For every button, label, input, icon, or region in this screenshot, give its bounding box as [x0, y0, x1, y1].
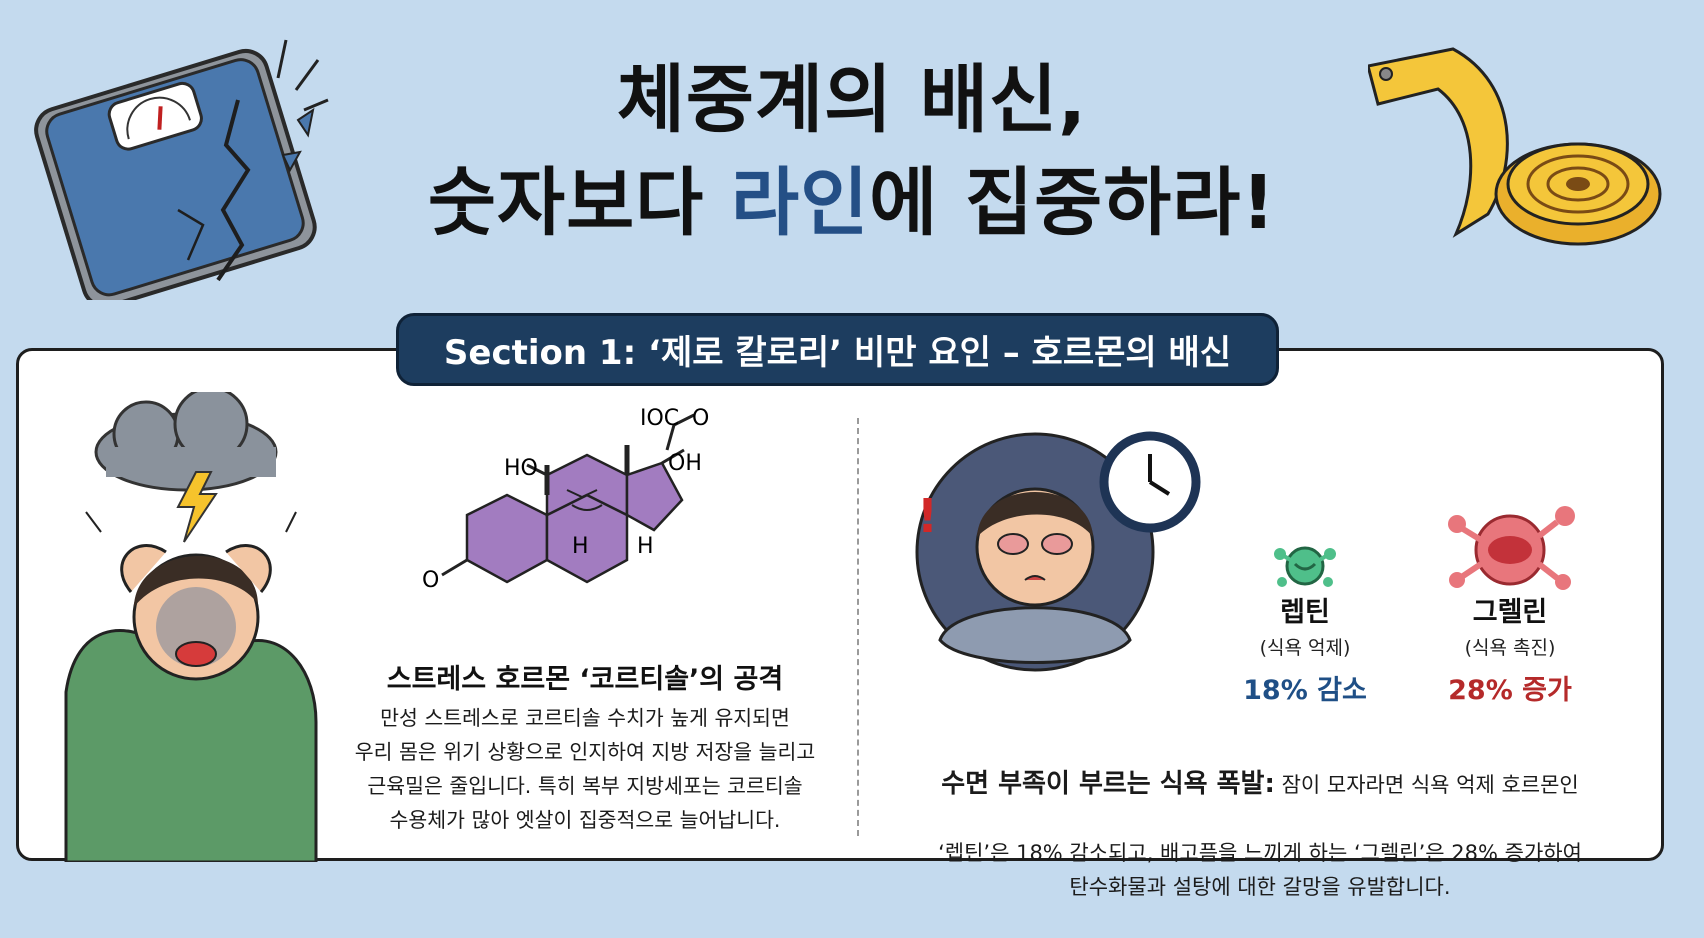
- section-banner: Section 1: ‘제로 칼로리’ 비만 요인 – 호르몬의 배신: [396, 313, 1279, 386]
- o-top-label: O: [692, 406, 709, 431]
- storm-cloud-icon: [94, 392, 278, 543]
- tape-measure-icon: [1368, 47, 1662, 246]
- sleep-body: 수면 부족이 부르는 식욕 폭발: 잠이 모자라면 식욕 억제 호르몬인 ‘렙틴…: [880, 733, 1640, 938]
- page-title-line1: 체중계의 배신,: [616, 57, 1088, 143]
- oh-label: OH: [668, 451, 702, 476]
- sleep-heading: 수면 부족이 부르는 식욕 폭발:: [941, 769, 1275, 799]
- column-divider: [857, 418, 859, 836]
- stressed-person-icon: [64, 392, 318, 862]
- sleep-line1: 수면 부족이 부르는 식욕 폭발: 잠이 모자라면 식욕 억제 호르몬인: [880, 767, 1640, 802]
- ghrelin-icon: [1448, 506, 1575, 590]
- h2-label: H: [637, 534, 654, 559]
- leptin-stat: 18% 감소: [1243, 675, 1367, 706]
- clock-icon: [1099, 431, 1201, 533]
- title-suffix: 에 집중하라!: [869, 160, 1277, 246]
- cortisol-molecule-icon: HO OH O IOC O H H: [422, 406, 709, 593]
- cortisol-heading: 스트레스 호르몬 ‘코르티솔’의 공격: [386, 664, 784, 695]
- exclamation-mark: !: [917, 489, 938, 543]
- leptin-desc: (식욕 억제): [1259, 637, 1351, 659]
- ho-label: HO: [504, 456, 538, 481]
- co-label: IOC: [640, 406, 679, 431]
- leptin-icon: [1274, 546, 1336, 587]
- h1-label: H: [572, 534, 589, 559]
- ghrelin-desc: (식욕 촉진): [1464, 637, 1556, 659]
- cortisol-body: 만성 스트레스로 코르티솔 수치가 높게 유지되면 우리 몸은 위기 상황으로 …: [354, 706, 816, 832]
- page-title-line2: 숫자보다 라인에 집중하라!: [0, 143, 1704, 250]
- ghrelin-stat: 28% 증가: [1448, 675, 1572, 706]
- ghrelin-name: 그렐린: [1472, 597, 1548, 628]
- sleep-body-rest: ‘렙틴’은 18% 감소되고, 배고픔을 느끼게 하는 ‘그렐린’은 28% 증…: [938, 841, 1582, 899]
- sleep-body-line1: 잠이 모자라면 식욕 억제 호르몬인: [1274, 773, 1579, 797]
- title-prefix: 숫자보다: [427, 160, 731, 246]
- o-bottom-label: O: [422, 568, 439, 593]
- broken-scale-icon: [34, 39, 329, 300]
- leptin-name: 렙틴: [1280, 597, 1330, 628]
- title-accent: 라인: [731, 160, 870, 246]
- tired-person-icon: !: [915, 431, 1201, 672]
